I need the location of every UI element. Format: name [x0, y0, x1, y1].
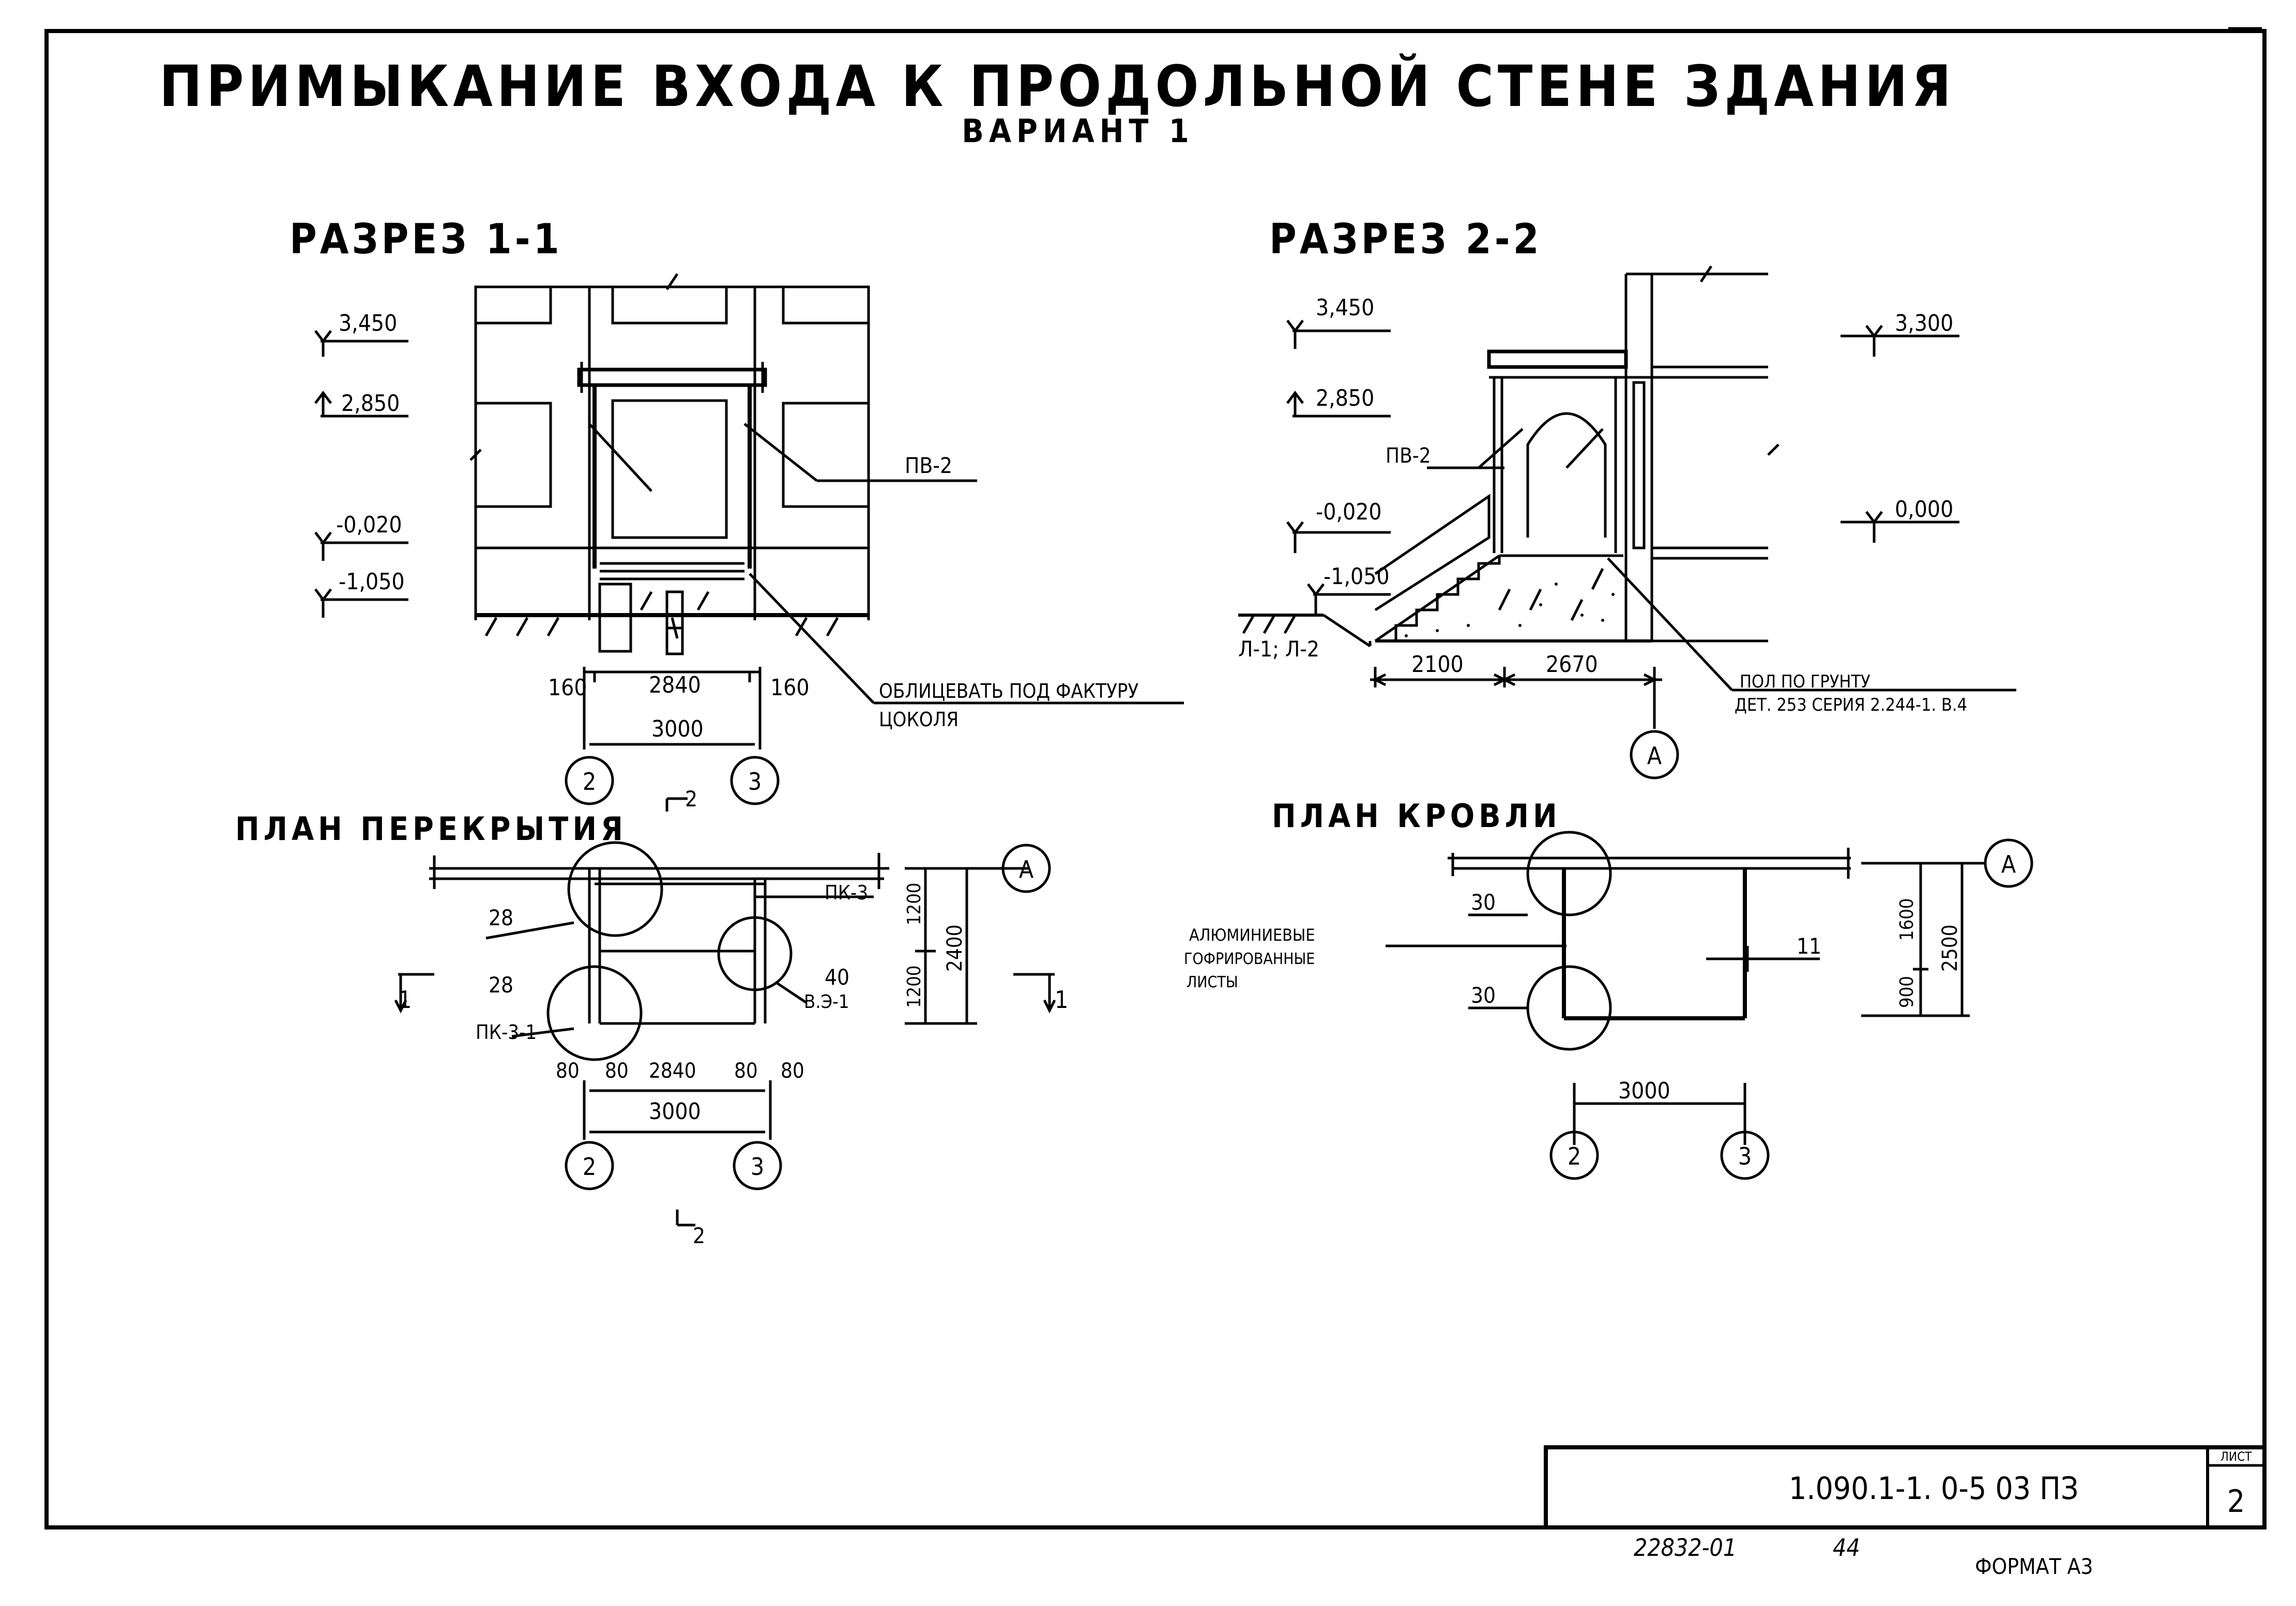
dim22-2670: 2670 — [1546, 651, 1598, 678]
label-40: 40 — [825, 965, 849, 990]
sheet-frame — [44, 29, 2267, 1529]
label-pk3: ПК-3 — [825, 881, 868, 904]
dim-h-80a: 80 — [556, 1059, 580, 1083]
axis-2-label: 2 — [583, 768, 596, 796]
dim-h-80d: 80 — [781, 1059, 804, 1083]
roof-axis-3-label: 3 — [1738, 1142, 1752, 1170]
level22-3450: 3,450 — [1316, 295, 1374, 321]
drawing-code: 1.090.1-1. 0-5 03 ПЗ — [1789, 1471, 2078, 1507]
label-pv2-22: ПВ-2 — [1386, 444, 1431, 468]
roof-note-1: АЛЮМИНИЕВЫЕ — [1189, 925, 1315, 945]
level22-m0020: -0,020 — [1316, 499, 1382, 525]
roof-label-30-top: 30 — [1471, 890, 1496, 915]
dim22-2100: 2100 — [1411, 651, 1464, 678]
plan-floor-cut-1-right: 1 — [1055, 986, 1068, 1014]
roof-label-30-bottom: 30 — [1471, 983, 1496, 1008]
roof-dim-2500: 2500 — [1938, 924, 1962, 972]
roof-axis-3-bubble — [1720, 1130, 1770, 1180]
dim-v-2400: 2400 — [943, 924, 967, 972]
axis-2-bubble — [565, 756, 614, 805]
note-cladding-1: ОБЛИЦЕВАТЬ ПОД ФАКТУРУ — [879, 680, 1138, 702]
level22-0000: 0,000 — [1895, 496, 1953, 523]
level22-m1050: -1,050 — [1324, 563, 1390, 590]
dim-h-80b: 80 — [605, 1059, 629, 1083]
plan-roof: ПЛАН КРОВЛИ 30 30 11 — [1184, 797, 2033, 1180]
dim-2840: 2840 — [649, 672, 701, 698]
roof-dim-1600: 1600 — [1896, 898, 1918, 941]
sheet-number: 2 — [2227, 1483, 2245, 1520]
axis-a-22-label: А — [1647, 742, 1662, 770]
level-m0020: -0,020 — [336, 512, 402, 538]
axis-3-label: 3 — [748, 768, 762, 796]
roof-note-2: ГОФРИРОВАННЫЕ — [1184, 950, 1315, 968]
axis-a-22-bubble — [1630, 730, 1679, 779]
inventory-number: 22832-01 — [1634, 1534, 1737, 1562]
note-cladding-2: ЦОКОЛЯ — [879, 708, 959, 731]
level-2850: 2,850 — [341, 390, 400, 417]
label-pv2-11: ПВ-2 — [905, 453, 952, 478]
sheet-label: ЛИСТ — [2221, 1449, 2252, 1464]
section-2-2: РАЗРЕЗ 2-2 3,450 2,850 -0,020 -1,050 3,3… — [1238, 215, 2016, 779]
axis-2-floor-bubble — [565, 1141, 614, 1190]
label-28-bottom: 28 — [489, 972, 513, 998]
roof-axis-2-label: 2 — [1568, 1142, 1581, 1170]
section-2-2-heading: РАЗРЕЗ 2-2 — [1269, 215, 1542, 263]
dim-h-2840: 2840 — [649, 1059, 696, 1083]
note-floor-1: ПОЛ ПО ГРУНТУ — [1740, 671, 1871, 692]
dim-h-80c: 80 — [734, 1059, 758, 1083]
level-3450: 3,450 — [339, 310, 397, 337]
dim-v-1200b: 1200 — [904, 966, 925, 1008]
plan-roof-heading: ПЛАН КРОВЛИ — [1272, 797, 1561, 835]
axis-3-floor-label: 3 — [751, 1153, 764, 1181]
plan-floor: ПЛАН ПЕРЕКРЫТИЯ — [235, 786, 1068, 1248]
roof-axis-a-label: А — [2001, 850, 2016, 878]
dim-3000: 3000 — [651, 716, 704, 742]
plan-floor-cut-2-bottom: 2 — [693, 1223, 705, 1248]
roof-dim-3000: 3000 — [1618, 1078, 1670, 1104]
label-pk31: ПК-3-1 — [476, 1021, 537, 1044]
plan-floor-cut-2-top: 2 — [685, 786, 697, 812]
axis-2-floor-label: 2 — [583, 1153, 596, 1181]
roof-dim-900: 900 — [1896, 976, 1918, 1008]
section-1-1: РАЗРЕЗ 1-1 3,450 2,850 -0,020 -1,050 — [290, 215, 1184, 805]
label-ve1: В.Э-1 — [804, 991, 849, 1013]
roof-note-3: ЛИСТЫ — [1187, 973, 1238, 991]
label-28-top: 28 — [489, 905, 513, 930]
section-1-1-heading: РАЗРЕЗ 1-1 — [290, 215, 562, 263]
level-m1050: -1,050 — [339, 569, 405, 595]
axis-a-floor-label: А — [1019, 855, 1033, 883]
level22-2850: 2,850 — [1316, 385, 1374, 411]
dim-160-left: 160 — [548, 675, 587, 701]
dim-h-3000: 3000 — [649, 1098, 701, 1125]
sheet-format: ФОРМАТ А3 — [1975, 1554, 2093, 1579]
page-title: ПРИМЫКАНИЕ ВХОДА К ПРОДОЛЬНОЙ СТЕНЕ ЗДАН… — [159, 53, 1955, 119]
title-block: 1.090.1-1. 0-5 03 ПЗ ЛИСТ 2 — [1544, 1445, 2267, 1529]
roof-axis-2-bubble — [1549, 1130, 1599, 1180]
dim-v-1200a: 1200 — [904, 883, 925, 925]
level22-3300: 3,300 — [1895, 310, 1953, 337]
label-section-l1l2: Л-1; Л-2 — [1238, 636, 1319, 662]
axis-3-floor-bubble — [733, 1141, 782, 1190]
axis-3-bubble — [730, 756, 780, 805]
plan-floor-heading: ПЛАН ПЕРЕКРЫТИЯ — [235, 810, 627, 848]
footer-number: 44 — [1833, 1534, 1860, 1562]
roof-label-11: 11 — [1797, 934, 1821, 959]
plan-floor-cut-1-left: 1 — [398, 986, 412, 1014]
dim-160-right: 160 — [770, 675, 810, 701]
page-subtitle: ВАРИАНТ 1 — [962, 112, 1194, 150]
note-floor-2: ДЕТ. 253 СЕРИЯ 2.244-1. В.4 — [1735, 695, 1967, 715]
